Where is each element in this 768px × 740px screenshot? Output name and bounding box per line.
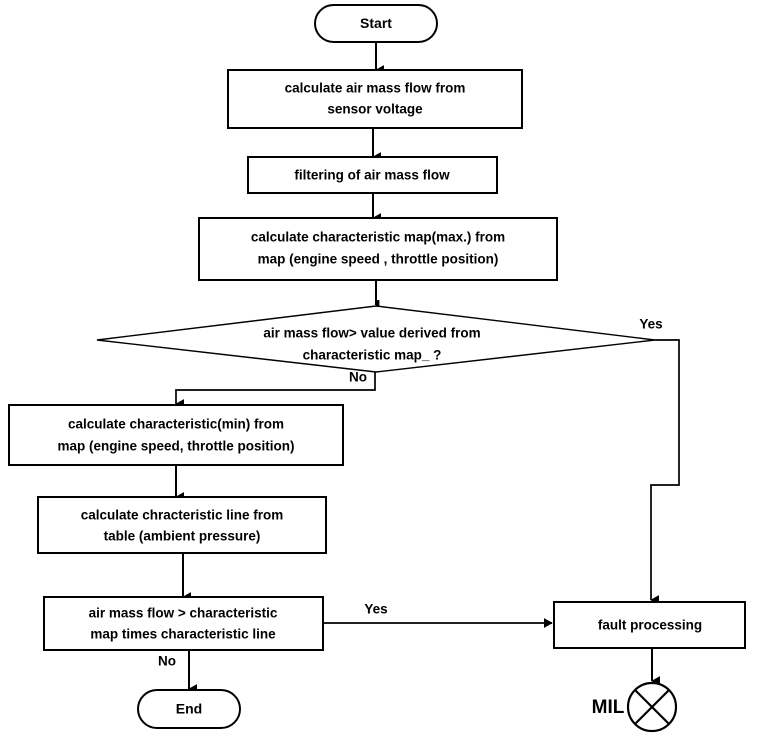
node-calculate-characteristic-map-max-line1: calculate characteristic map(max.) from — [251, 230, 505, 245]
node-decision-air-mass-vs-map[interactable]: air mass flow> value derived from charac… — [96, 305, 656, 373]
node-mil-indicator[interactable]: MIL — [592, 681, 678, 733]
node-filtering-air-mass-flow-label: filtering of air mass flow — [294, 168, 450, 183]
node-fault-processing[interactable]: fault processing — [553, 601, 746, 649]
circle-cross-icon — [626, 681, 678, 733]
node-calculate-characteristic-min-line2: map (engine speed, throttle position) — [57, 439, 294, 454]
edge-label-decision-map-yes: Yes — [639, 317, 662, 332]
node-decision-air-mass-vs-map-line1: air mass flow> value derived from — [263, 326, 480, 341]
node-decision-air-mass-vs-map-line2: characteristic map_ ? — [303, 348, 442, 363]
node-start[interactable]: Start — [314, 4, 438, 43]
node-calculate-characteristic-line-line1: calculate chracteristic line from — [81, 508, 284, 523]
edge-label-decision-line-yes: Yes — [364, 602, 387, 617]
edge-label-decision-map-no: No — [349, 370, 367, 385]
node-calculate-characteristic-line-line2: table (ambient pressure) — [104, 529, 261, 544]
node-end[interactable]: End — [137, 689, 241, 729]
node-calculate-air-mass-flow-line2: sensor voltage — [327, 102, 423, 117]
node-calculate-characteristic-map-max[interactable]: calculate characteristic map(max.) from … — [198, 217, 558, 281]
node-decision-air-mass-vs-map-times-line-line2: map times characteristic line — [90, 627, 276, 642]
connector-decision-no-branch — [175, 372, 376, 409]
node-calculate-air-mass-flow[interactable]: calculate air mass flow from sensor volt… — [227, 69, 523, 129]
node-calculate-characteristic-line[interactable]: calculate chracteristic line from table … — [37, 496, 327, 554]
edge-label-decision-line-no: No — [158, 654, 176, 669]
node-decision-air-mass-vs-map-times-line[interactable]: air mass flow > characteristic map times… — [43, 596, 324, 651]
node-start-label: Start — [360, 15, 392, 31]
node-mil-label: MIL — [592, 697, 625, 718]
node-calculate-characteristic-min[interactable]: calculate characteristic(min) from map (… — [8, 404, 344, 466]
node-end-label: End — [176, 701, 202, 717]
node-calculate-characteristic-min-line1: calculate characteristic(min) from — [68, 417, 284, 432]
node-calculate-characteristic-map-max-line2: map (engine speed , throttle position) — [258, 252, 499, 267]
node-calculate-air-mass-flow-line1: calculate air mass flow from — [285, 81, 466, 96]
connector-decision-yes-branch — [650, 339, 680, 605]
node-decision-air-mass-vs-map-times-line-line1: air mass flow > characteristic — [89, 606, 278, 621]
node-fault-processing-label: fault processing — [598, 618, 702, 633]
node-filtering-air-mass-flow[interactable]: filtering of air mass flow — [247, 156, 498, 194]
